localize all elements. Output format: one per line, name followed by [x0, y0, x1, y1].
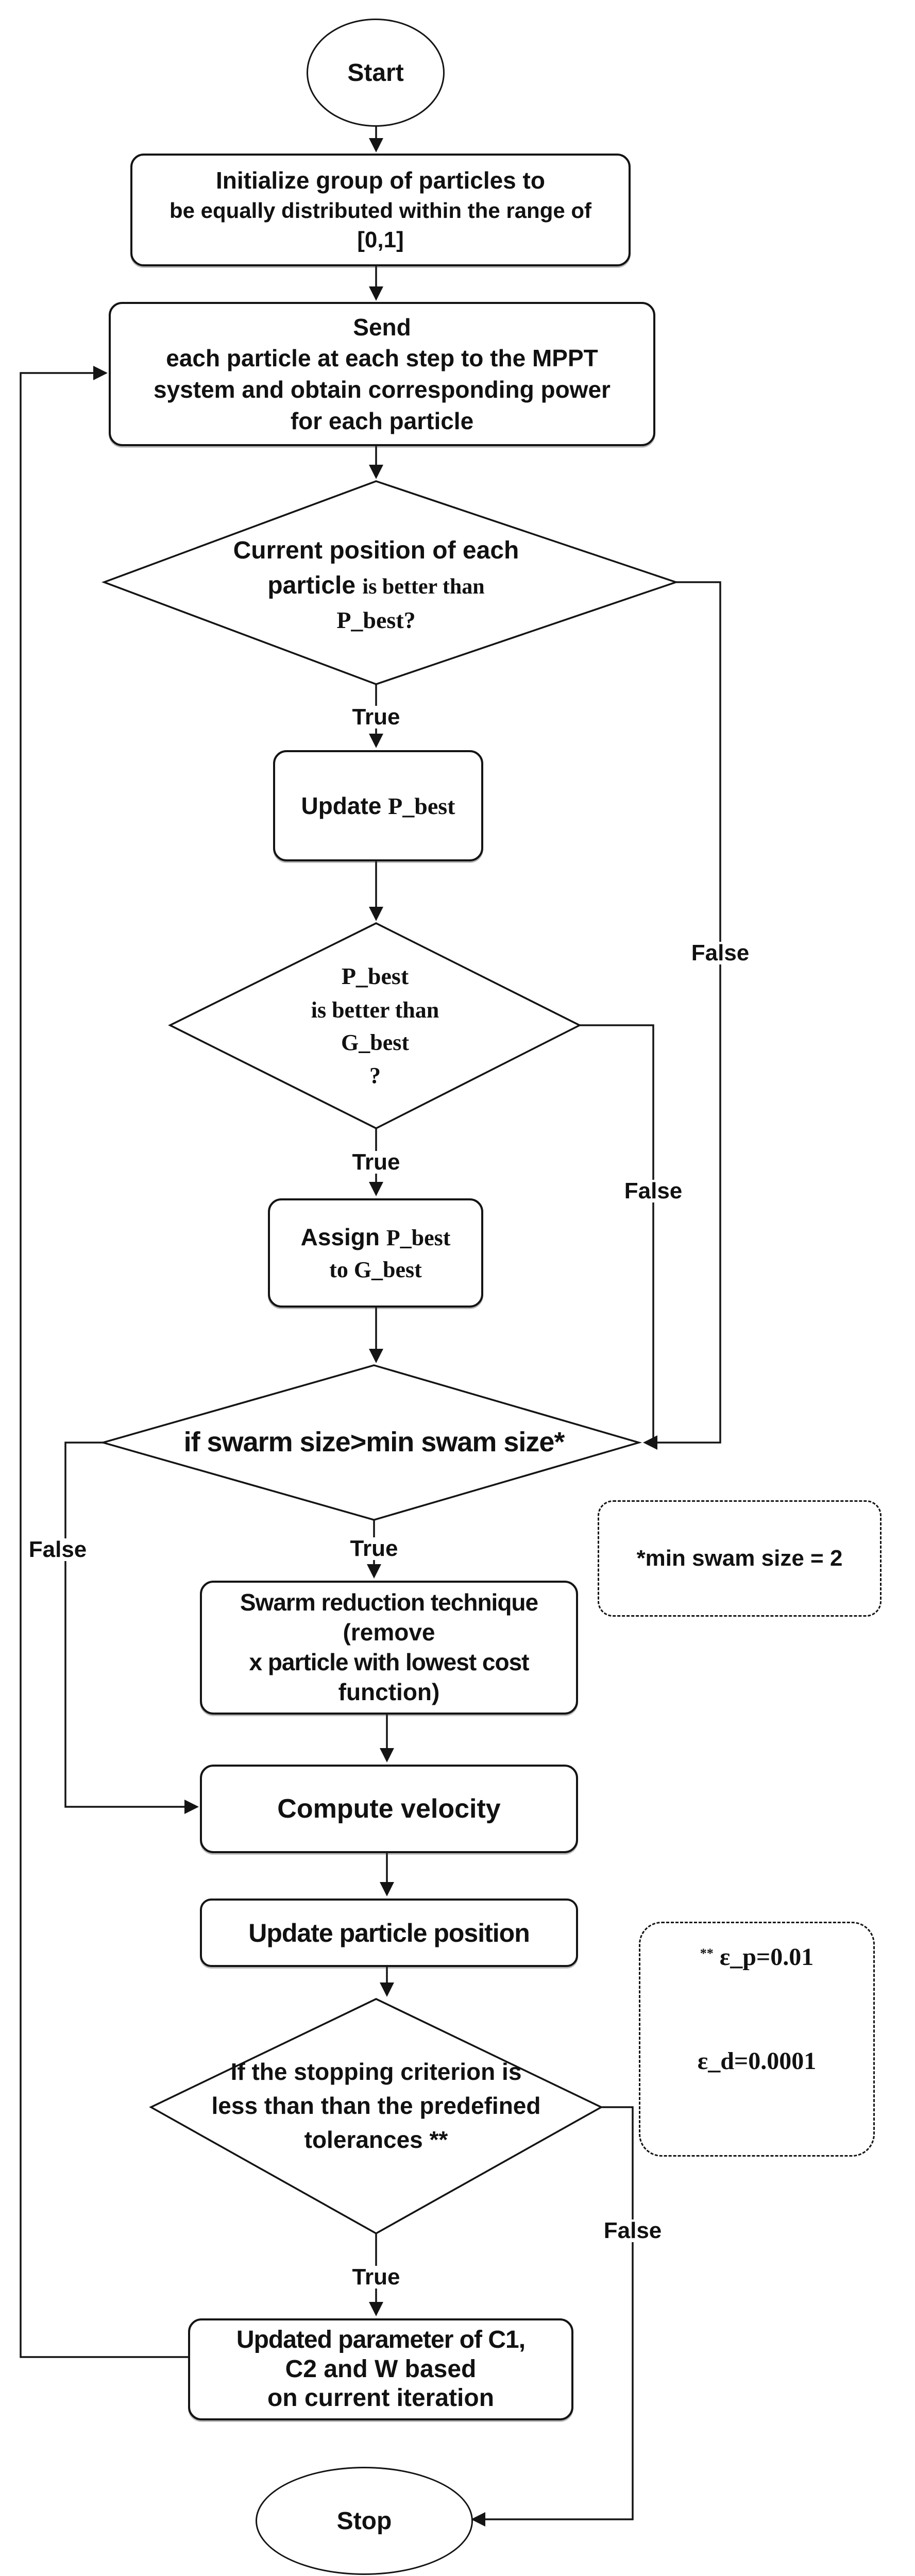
decision-swarm-size-text: if swarm size>min swam size*: [142, 1426, 606, 1458]
update-pbest-part2: P_best: [388, 793, 455, 819]
connector-d4-false: [471, 2106, 634, 2527]
assign-line1a: Assign: [300, 1223, 386, 1250]
init-line2: be equally distributed within the range …: [169, 198, 592, 223]
label-false-d2: False: [620, 1180, 687, 1202]
d2-line4: ?: [369, 1063, 381, 1089]
update-pbest-box: Update P_best: [273, 750, 483, 861]
update-params-line1: Updated parameter of C1,: [236, 2326, 526, 2354]
d2-line1: P_best: [341, 963, 409, 989]
send-line1: Send: [353, 313, 411, 341]
d4-line1: If the stopping criterion is: [230, 2058, 522, 2085]
note2-line1: ** ε_p=0.01: [640, 1943, 873, 1971]
swarm-reduction-box: Swarm reduction technique (remove x part…: [200, 1581, 578, 1715]
send-line2: each particle at each step to the MPPT: [166, 345, 598, 372]
d4-line3: tolerances **: [304, 2126, 448, 2154]
note2-ed-value: ε_d=0.0001: [697, 2047, 817, 2075]
connector-loopback: [20, 366, 188, 2358]
swarm-line4: function): [338, 1678, 440, 1705]
note-min-swarm-size: *min swam size = 2: [598, 1500, 882, 1617]
init-process-box: Initialize group of particles to be equa…: [130, 154, 631, 266]
decision-pbest-text: Current position of each particle is bet…: [170, 533, 582, 637]
note-tolerances: ** ε_p=0.01 ε_d=0.0001: [639, 1922, 875, 2157]
start-terminal: Start: [307, 19, 445, 127]
label-true-d1: True: [348, 706, 404, 728]
decision-gbest-text: P_best is better than G_best ?: [222, 959, 529, 1092]
assign-gbest-box: Assign P_best to G_best: [268, 1198, 483, 1308]
label-true-d4: True: [348, 2266, 404, 2289]
label-true-d3: True: [346, 1537, 402, 1560]
note2-stars: **: [700, 1946, 714, 1961]
d2-line3: G_best: [341, 1030, 409, 1056]
d1-line1: Current position of each: [233, 537, 519, 564]
d2-line2: is better than: [311, 997, 439, 1023]
label-true-d2: True: [348, 1151, 404, 1174]
d3-line1: if swarm size>min swam size*: [183, 1427, 565, 1458]
assign-line1b: P_best: [386, 1225, 451, 1250]
update-parameters-box: Updated parameter of C1, C2 and W based …: [188, 2318, 573, 2420]
init-line3: [0,1]: [357, 227, 404, 252]
connector-d2-false: [580, 1024, 654, 1443]
update-pbest-part1: Update: [301, 792, 388, 819]
d1-line3: P_best?: [336, 607, 416, 634]
update-position-box: Update particle position: [200, 1899, 578, 1967]
stop-terminal: Stop: [256, 2467, 473, 2575]
label-false-d4: False: [599, 2219, 666, 2242]
decision-stopping-criterion-text: If the stopping criterion is less than t…: [170, 2055, 582, 2157]
update-position-label: Update particle position: [248, 1918, 530, 1947]
swarm-line2: (remove: [343, 1619, 435, 1646]
send-process-box: Send each particle at each step to the M…: [109, 302, 655, 446]
init-line1: Initialize group of particles to: [216, 167, 545, 194]
note2-ep-value: ε_p=0.01: [713, 1943, 814, 1971]
update-pbest-label: Update P_best: [301, 792, 455, 820]
assign-line2: to G_best: [329, 1257, 422, 1282]
d1-line2: particle is better than: [170, 568, 582, 603]
update-params-line2: C2 and W based: [285, 2355, 477, 2383]
label-false-d1: False: [687, 942, 754, 964]
assign-line1: Assign P_best: [301, 1221, 451, 1254]
label-false-d3: False: [24, 1538, 91, 1561]
connector-d1-false: [643, 581, 721, 1450]
update-params-line3: on current iteration: [267, 2384, 495, 2412]
compute-velocity-box: Compute velocity: [200, 1765, 578, 1853]
swarm-line1: Swarm reduction technique: [240, 1589, 538, 1616]
compute-velocity-label: Compute velocity: [277, 1794, 501, 1824]
note1-text: *min swam size = 2: [636, 1546, 843, 1571]
d1-line2a: particle: [267, 572, 363, 600]
swarm-line3: x particle with lowest cost: [249, 1649, 529, 1675]
d1-line2b: is better than: [362, 575, 485, 599]
send-line4: for each particle: [290, 407, 474, 434]
start-label: Start: [347, 59, 404, 87]
connector-d3-false: [64, 1442, 199, 1814]
stop-label: Stop: [336, 2507, 392, 2535]
d4-line2: less than than the predefined: [211, 2092, 541, 2120]
send-line3: system and obtain corresponding power: [154, 376, 611, 403]
